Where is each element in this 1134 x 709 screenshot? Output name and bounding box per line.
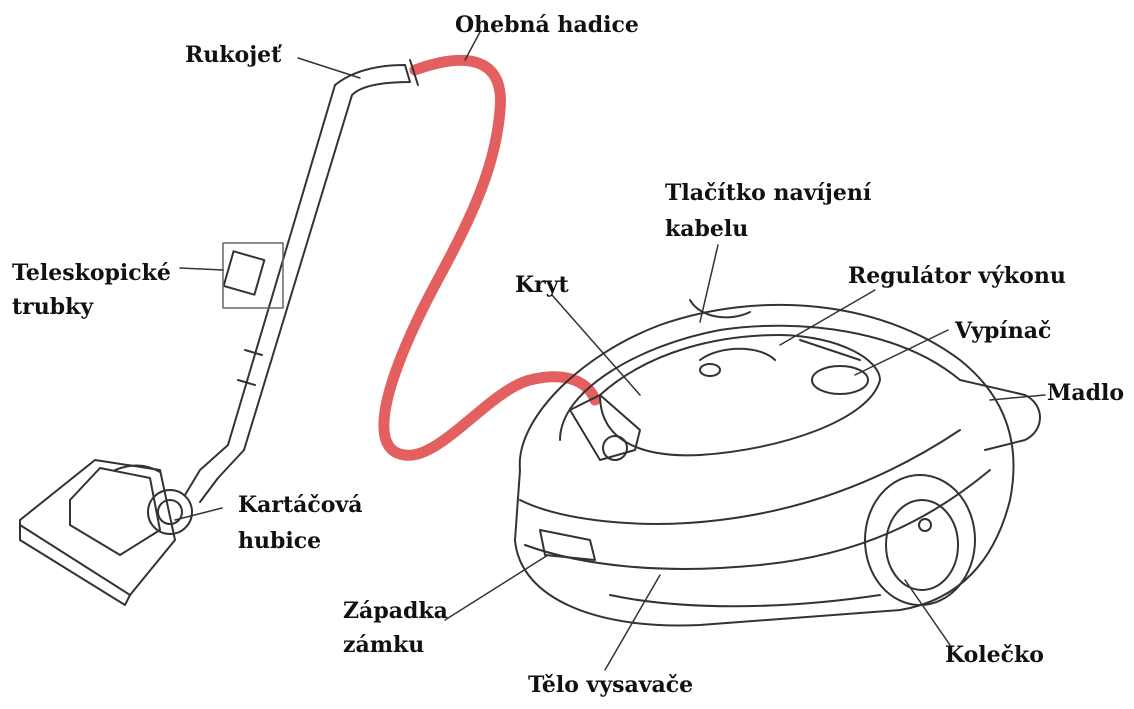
label-lock-latch-line2: zámku xyxy=(343,632,425,658)
label-lock-latch-line1: Západka xyxy=(343,598,448,624)
label-flexible-hose-text: Ohebná hadice xyxy=(455,12,639,38)
label-handle: Rukojeť xyxy=(185,42,281,68)
label-power-switch: Vypínač xyxy=(955,318,1051,344)
label-lock-latch: Západka zámku xyxy=(343,598,448,658)
label-cover: Kryt xyxy=(515,272,569,298)
telescopic-tube-drawing xyxy=(222,64,411,451)
label-carry-handle-text: Madlo xyxy=(1047,380,1125,406)
label-cover-text: Kryt xyxy=(515,272,569,298)
label-brush-nozzle-line1: Kartáčová xyxy=(238,492,363,518)
label-flexible-hose: Ohebná hadice xyxy=(455,12,639,38)
label-vacuum-body: Tělo vysavače xyxy=(528,672,693,698)
label-vacuum-body-text: Tělo vysavače xyxy=(528,672,694,698)
label-wheel: Kolečko xyxy=(945,642,1044,668)
label-handle-text: Rukojeť xyxy=(185,42,282,68)
label-telescopic-line1: Teleskopické xyxy=(12,260,171,286)
label-brush-nozzle: Kartáčová hubice xyxy=(238,492,363,554)
label-power-regulator-text: Regulátor výkonu xyxy=(848,263,1066,289)
label-cord-rewind-line2: kabelu xyxy=(665,216,749,242)
label-telescopic-tubes: Teleskopické trubky xyxy=(12,260,171,320)
label-cord-rewind-line1: Tlačítko navíjení xyxy=(665,180,872,206)
vacuum-body-drawing xyxy=(514,299,1041,627)
label-power-switch-text: Vypínač xyxy=(955,318,1052,344)
label-power-regulator: Regulátor výkonu xyxy=(848,263,1066,289)
flexible-hose-drawing xyxy=(378,54,601,461)
brush-nozzle-drawing xyxy=(19,444,245,606)
label-brush-nozzle-line2: hubice xyxy=(238,528,322,554)
leader-lines xyxy=(174,31,1046,671)
label-carry-handle: Madlo xyxy=(1047,380,1124,406)
label-telescopic-line2: trubky xyxy=(12,294,94,320)
label-wheel-text: Kolečko xyxy=(945,642,1044,668)
label-cord-rewind-button: Tlačítko navíjení kabelu xyxy=(665,180,871,242)
